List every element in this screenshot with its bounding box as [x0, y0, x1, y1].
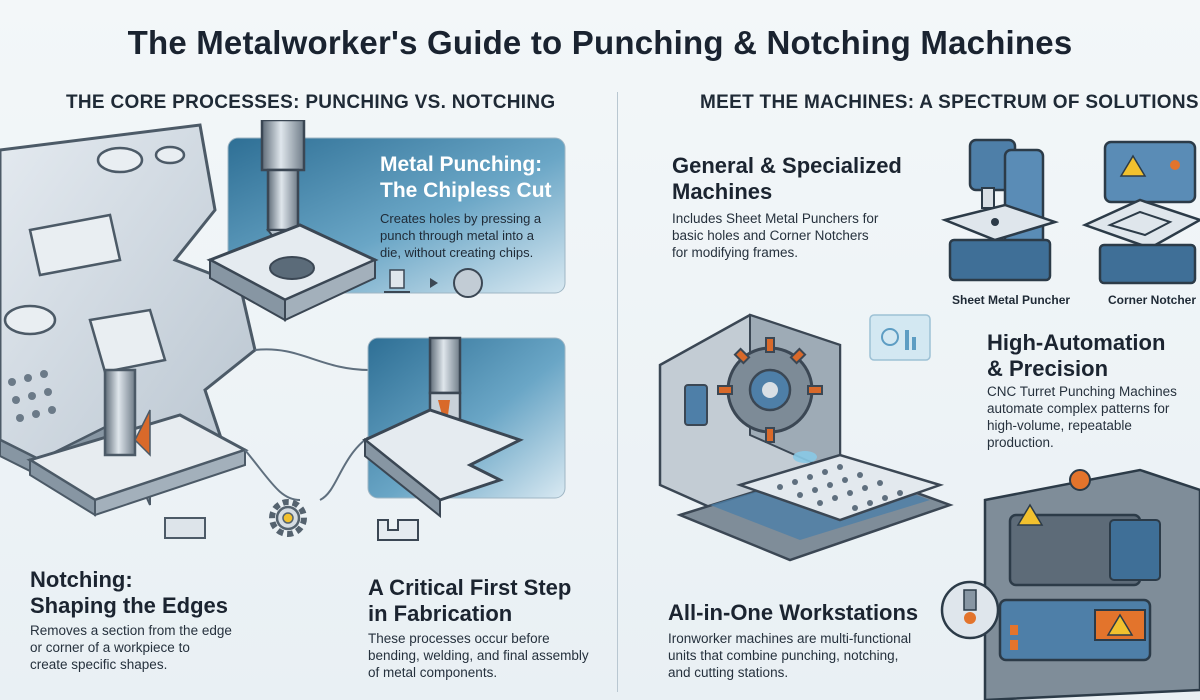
notch-tool-icon — [362, 336, 524, 519]
small-machines-illustration — [940, 138, 1200, 285]
hologram-panel-icon — [869, 314, 931, 361]
cnc-turret-machine-icon — [658, 313, 954, 562]
page-title: The Metalworker's Guide to Punching & No… — [127, 24, 1073, 61]
core-processes-illustration — [0, 120, 566, 541]
section-divider — [617, 92, 618, 692]
right-section-heading: MEET THE MACHINES: A SPECTRUM OF SOLUTIO… — [700, 92, 1199, 113]
warning-icon — [1016, 503, 1134, 636]
punch-tool-icon — [206, 120, 379, 322]
notching-die-icon — [26, 368, 249, 539]
sheet-holes-icon — [777, 464, 903, 511]
workstations-title: All-in-One Workstations — [668, 600, 919, 625]
corner-notcher-icon — [1081, 140, 1200, 285]
ironworker-machine-icon — [940, 468, 1200, 700]
automation-title: High-Automation& Precision — [987, 330, 1166, 381]
gear-icon — [269, 499, 307, 537]
ironworker-illustration — [940, 468, 1200, 700]
left-section-heading: THE CORE PROCESSES: PUNCHING VS. NOTCHIN… — [66, 92, 556, 113]
notching-title: Notching:Shaping the Edges — [30, 567, 229, 618]
sheet-metal-puncher-label: Sheet Metal Puncher — [952, 293, 1071, 307]
perforated-sheet-icon — [0, 123, 257, 506]
workstations-description: Ironworker machines are multi-functional… — [668, 631, 912, 680]
corner-notcher-label: Corner Notcher — [1108, 293, 1197, 307]
cnc-turret-illustration — [658, 313, 954, 562]
notch-shape-icon — [377, 519, 419, 541]
punch-to-hole-icon — [384, 268, 483, 298]
punching-title: Metal Punching:The Chipless Cut — [380, 153, 552, 202]
sheet-metal-puncher-icon — [940, 138, 1060, 282]
